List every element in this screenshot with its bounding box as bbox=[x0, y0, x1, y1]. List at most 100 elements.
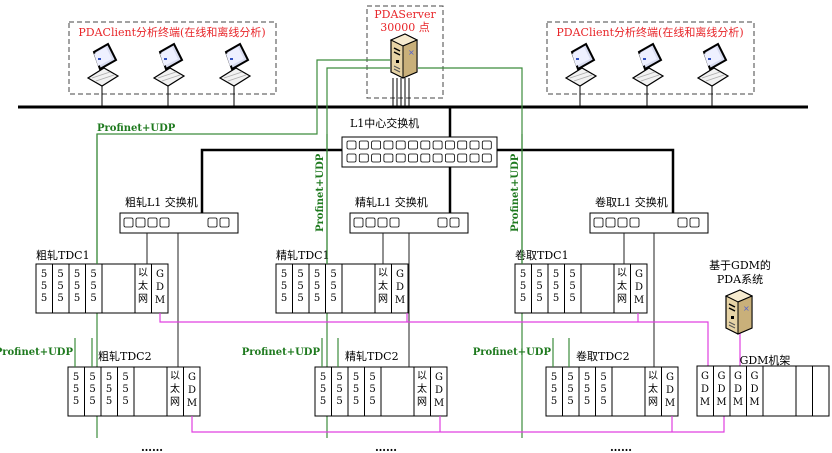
cpu-module-text: 5 bbox=[297, 281, 303, 292]
central-switch-label: L1中心交换机 bbox=[350, 116, 419, 130]
gdm-module-text: G bbox=[734, 371, 742, 382]
protocol-label: Profinet+UDP bbox=[242, 347, 321, 358]
switch-port bbox=[389, 217, 400, 228]
cpu-module-text: 5 bbox=[567, 384, 573, 395]
cpu-module-text: 5 bbox=[600, 396, 606, 407]
switch-port bbox=[481, 153, 492, 163]
cpu-module-text: 5 bbox=[320, 372, 326, 383]
cpu-module-text: 5 bbox=[73, 396, 79, 407]
tdc-rack-label: 精轧TDC2 bbox=[345, 349, 399, 363]
switch-port bbox=[449, 217, 460, 228]
protocol-label-vertical-coiler: Profinet+UDP bbox=[510, 153, 521, 232]
ethernet-module-text: 太 bbox=[617, 279, 627, 292]
protocol-label: Profinet+UDP bbox=[473, 347, 552, 358]
cpu-module-text: 5 bbox=[600, 384, 606, 395]
cpu-module-text: 5 bbox=[90, 293, 96, 304]
switch-port bbox=[420, 153, 431, 163]
cpu-module-text: 5 bbox=[73, 372, 79, 383]
gdm-module-text: D bbox=[188, 385, 196, 396]
profinet-line-coiler bbox=[418, 67, 523, 438]
cpu-module-text: 5 bbox=[320, 396, 326, 407]
cpu-module-text: 5 bbox=[553, 281, 559, 292]
cpu-module-text: 5 bbox=[520, 281, 526, 292]
gdm-module-text: G bbox=[396, 269, 404, 280]
client-group-title-left: PDAClient分析终端(在线和离线分析) bbox=[78, 25, 265, 39]
cpu-module-text: 5 bbox=[553, 293, 559, 304]
cpu-module-text: 5 bbox=[569, 293, 575, 304]
cpu-module-text: 5 bbox=[57, 269, 63, 280]
switch-port bbox=[469, 140, 480, 150]
gdm-module-text: G bbox=[666, 372, 674, 383]
tdc-rack-label: 卷取TDC1 bbox=[515, 248, 569, 262]
cpu-module-text: 5 bbox=[74, 281, 80, 292]
switch-port bbox=[629, 217, 640, 228]
cpu-module-text: 5 bbox=[106, 384, 112, 395]
client-group-title-right: PDAClient分析终端(在线和离线分析) bbox=[556, 25, 743, 39]
gdm-line-tdc2 bbox=[191, 416, 725, 433]
ethernet-module-text: 网 bbox=[170, 396, 180, 408]
cpu-module-text: 5 bbox=[336, 384, 342, 395]
gdm-module-text: D bbox=[717, 384, 725, 395]
cpu-module-text: 5 bbox=[553, 269, 559, 280]
ethernet-module-text: 网 bbox=[138, 293, 148, 305]
switch-port bbox=[617, 217, 628, 228]
gdm-server-icon bbox=[725, 289, 753, 335]
switch-port bbox=[365, 217, 376, 228]
server-box bbox=[366, 5, 444, 99]
gdm-module-text: D bbox=[435, 385, 443, 396]
cpu-module-text: 5 bbox=[330, 269, 336, 280]
cpu-module-text: 5 bbox=[281, 269, 287, 280]
gdm-module-text: D bbox=[701, 384, 709, 395]
gdm-module-text: M bbox=[716, 397, 726, 408]
tdc-rack-label: 粗轧TDC2 bbox=[98, 349, 152, 363]
cpu-module-text: 5 bbox=[520, 293, 526, 304]
cpu-module-text: 5 bbox=[314, 269, 320, 280]
ethernet-module-text: 以 bbox=[617, 268, 627, 279]
cpu-module-text: 5 bbox=[567, 396, 573, 407]
switch-port bbox=[593, 217, 604, 228]
gdm-module-text: G bbox=[188, 372, 196, 383]
switch-port bbox=[358, 153, 369, 163]
cpu-module-text: 5 bbox=[281, 293, 287, 304]
server-title: PDAServer bbox=[374, 8, 436, 21]
cpu-module-text: 5 bbox=[297, 293, 303, 304]
cpu-module-text: 5 bbox=[281, 281, 287, 292]
switch-port bbox=[432, 140, 443, 150]
switch-port bbox=[383, 153, 394, 163]
gdm-system-label-line1: 基于GDM的 bbox=[709, 258, 771, 272]
cpu-module-text: 5 bbox=[569, 269, 575, 280]
gdm-module-text: M bbox=[155, 295, 165, 306]
switch-port bbox=[395, 153, 406, 163]
gdm-system-label-line2: PDA系统 bbox=[717, 273, 763, 286]
switch-port bbox=[358, 140, 369, 150]
server-points: 30000 点 bbox=[380, 21, 430, 34]
gdm-rack-label: GDM机架 bbox=[740, 353, 791, 367]
cpu-module-text: 5 bbox=[122, 396, 128, 407]
cpu-module-text: 5 bbox=[520, 269, 526, 280]
cpu-module-text: 5 bbox=[551, 396, 557, 407]
cpu-module-text: 5 bbox=[90, 269, 96, 280]
gdm-module-text: M bbox=[733, 397, 743, 408]
switch-port bbox=[395, 140, 406, 150]
ellipsis-roughing: …… bbox=[141, 441, 163, 453]
gdm-module-text: D bbox=[666, 385, 674, 396]
switch-port bbox=[437, 217, 448, 228]
gdm-module-text: G bbox=[718, 371, 726, 382]
ethernet-module-text: 太 bbox=[378, 279, 388, 292]
cpu-module-text: 5 bbox=[330, 281, 336, 292]
cpu-module-text: 5 bbox=[106, 396, 112, 407]
client-group-box-right bbox=[546, 21, 755, 95]
cpu-module-text: 5 bbox=[584, 384, 590, 395]
cpu-module-text: 5 bbox=[297, 269, 303, 280]
switch-port bbox=[605, 217, 616, 228]
switch-port bbox=[353, 217, 364, 228]
cpu-module-text: 5 bbox=[336, 372, 342, 383]
cpu-module-text: 5 bbox=[353, 372, 359, 383]
switch-port bbox=[147, 217, 158, 228]
ellipsis-coiler: …… bbox=[610, 441, 632, 453]
cpu-module-text: 5 bbox=[569, 281, 575, 292]
laptop-icon bbox=[87, 43, 119, 87]
gdm-module-text: G bbox=[751, 371, 759, 382]
protocol-label-vertical-finishing: Profinet+UDP bbox=[315, 153, 326, 232]
